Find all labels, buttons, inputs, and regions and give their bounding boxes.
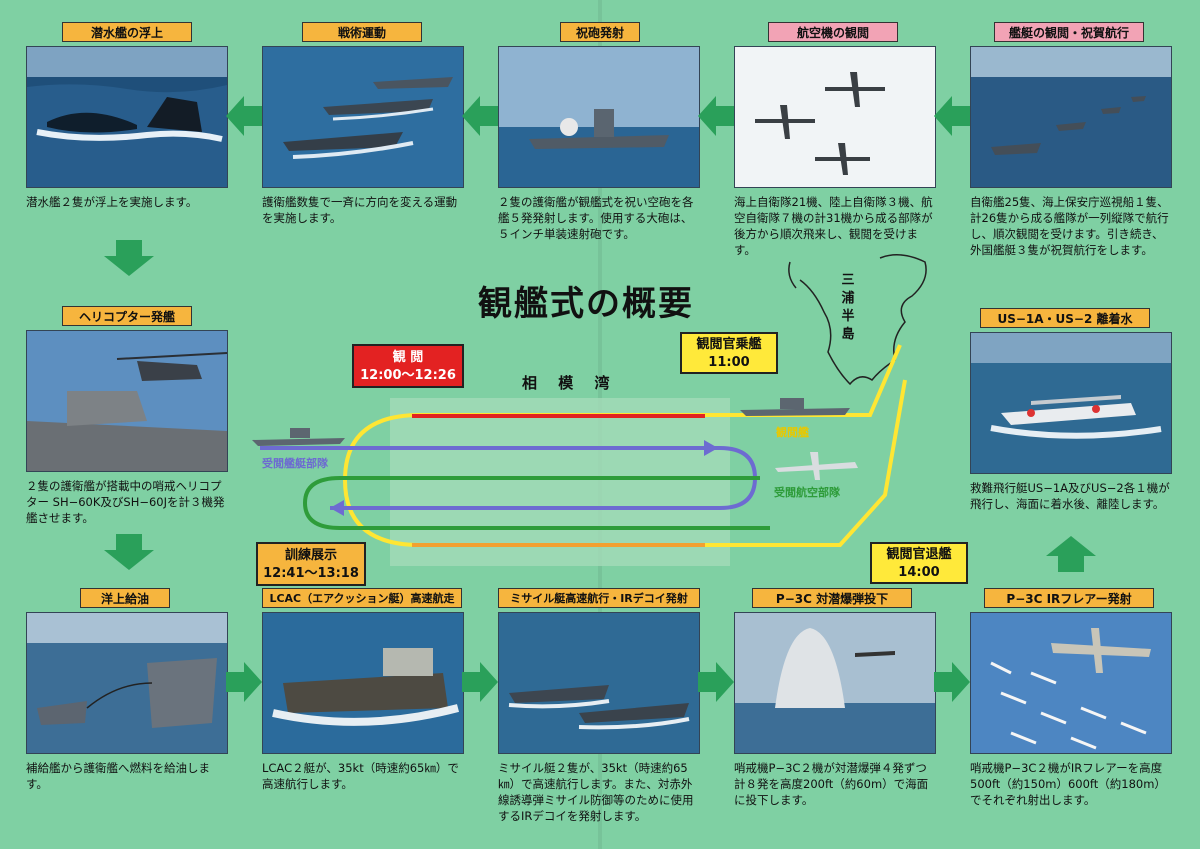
- photo-us1a: [970, 332, 1172, 474]
- arrow-right-icon: [226, 662, 262, 702]
- review-ship-label: 観閲艦: [776, 426, 809, 439]
- bay-area: [390, 398, 730, 566]
- arrow-left-icon: [226, 96, 262, 136]
- arrow-right-icon: [462, 662, 498, 702]
- bay-label: 相 模 湾: [522, 374, 618, 392]
- panel-desc-aircraft-review: 海上自衛隊21機、陸上自衛隊３機、航空自衛隊７機の計31機から成る部隊が後方から…: [734, 195, 933, 257]
- ship-group-label: 受閲艦艇部隊: [262, 457, 328, 470]
- panel-desc-us1a: 救難飛行艇US−1A及びUS−2各１機が飛行し、海面に着水後、離陸します。: [970, 481, 1170, 511]
- review-ship-icon: [740, 408, 850, 416]
- arrow-right-icon: [698, 662, 734, 702]
- arrow-left-icon: [698, 96, 734, 136]
- ship-icon: [252, 438, 345, 446]
- photo-missile-boat: [498, 612, 700, 754]
- panel-desc-missile-boat: ミサイル艇２隻が、35kt（時速約65㎞）で高速航行します。また、対赤外線誘導弾…: [498, 761, 694, 823]
- photo-fleet-review: [970, 46, 1172, 188]
- photo-helicopter: [26, 330, 228, 472]
- panel-label-refueling: 洋上給油: [80, 588, 170, 608]
- panel-label-aircraft-review: 航空機の観閲: [768, 22, 898, 42]
- panel-label-lcac: LCAC（エアクッション艇）高速航走: [262, 588, 462, 608]
- panel-label-p3c-flare: P−3C IRフレアー発射: [984, 588, 1154, 608]
- arrow-right-icon: [934, 662, 970, 702]
- panel-label-us1a: US−1A・US−2 離着水: [980, 308, 1150, 328]
- photo-refueling: [26, 612, 228, 754]
- panel-label-p3c-bomb: P−3C 対潜爆弾投下: [752, 588, 912, 608]
- peninsula-coastline: [799, 254, 927, 386]
- photo-tactical: [262, 46, 464, 188]
- panel-desc-helicopter: ２隻の護衛艦が搭載中の哨戒ヘリコプター SH−60K及びSH−60Jを計３機発艦…: [26, 479, 225, 525]
- air-group-label: 受閲航空部隊: [774, 486, 840, 499]
- photo-submarine: [26, 46, 228, 188]
- arrow-left-icon: [934, 96, 970, 136]
- photo-p3c-bomb: [734, 612, 936, 754]
- panel-desc-p3c-flare: 哨戒機P−3C２機がIRフレアーを高度500ft（約150m）600ft（約18…: [970, 761, 1166, 807]
- panel-desc-refueling: 補給艦から護衛艦へ燃料を給油します。: [26, 761, 210, 791]
- review-ship-route: [342, 344, 907, 547]
- photo-p3c-flare: [970, 612, 1172, 754]
- arrow-down-icon: [104, 240, 154, 276]
- panel-label-submarine: 潜水艦の浮上: [62, 22, 192, 42]
- arrow-down-icon: [104, 534, 154, 570]
- panel-label-fleet-review: 艦艇の観閲・祝賀航行: [994, 22, 1144, 42]
- panel-label-missile-boat: ミサイル艇高速航行・IRデコイ発射: [498, 588, 700, 608]
- arrow-left-icon: [462, 96, 498, 136]
- panel-desc-lcac: LCAC２艇が、35kt（時速約65㎞）で高速航行します。: [262, 761, 459, 791]
- panel-desc-fleet-review: 自衛艦25隻、海上保安庁巡視船１隻、計26隻から成る艦隊が一列縦隊で航行し、順次…: [970, 195, 1169, 257]
- photo-aircraft-review: [734, 46, 936, 188]
- panel-label-helicopter: ヘリコプター発艦: [62, 306, 192, 326]
- arrow-up-icon: [1046, 536, 1096, 572]
- peninsula-label: 三 浦 半 島: [841, 273, 855, 342]
- panel-desc-submarine: 潜水艦２隻が浮上を実施します。: [26, 195, 198, 209]
- panel-desc-tactical: 護衛艦数隻で一斉に方向を変える運動を実施します。: [262, 195, 458, 225]
- air-group-route: [302, 476, 770, 530]
- panel-label-tactical: 戦術運動: [302, 22, 422, 42]
- diagram-title: 観艦式の概要: [478, 284, 694, 324]
- panel-desc-salute: ２隻の護衛艦が観艦式を祝い空砲を各艦５発発射します。使用する大砲は、５インチ単装…: [498, 195, 694, 241]
- photo-salute: [498, 46, 700, 188]
- photo-lcac: [262, 612, 464, 754]
- panel-label-salute: 祝砲発射: [560, 22, 640, 42]
- panel-desc-p3c-bomb: 哨戒機P−3C２機が対潜爆弾４発ずつ計８発を高度200ft（約60m）で海面に投…: [734, 761, 929, 807]
